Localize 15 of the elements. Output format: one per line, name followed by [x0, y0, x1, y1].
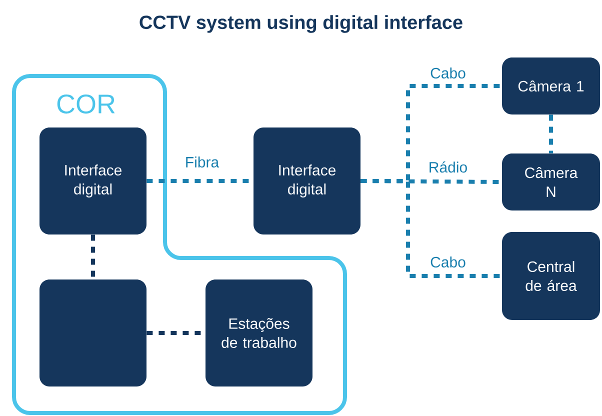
edge-label: Rádio [430, 161, 467, 173]
title: CCTV system using digital interface [140, 15, 462, 33]
device-box: Estações de trabalho [206, 280, 312, 386]
connector [360, 179, 502, 278]
device-box: Central de área [502, 232, 600, 320]
connector [549, 114, 553, 154]
edge-label: Fibra [186, 156, 220, 168]
device-box: Interface digital [254, 128, 360, 234]
device-box [40, 280, 146, 386]
edge-label: Cabo [430, 68, 466, 78]
connector [91, 234, 95, 280]
device-box: Interface digital [40, 128, 146, 234]
device-box: Câmera N [502, 154, 600, 210]
edge-label: Cabo [430, 256, 466, 268]
device-box: Câmera 1 [502, 58, 600, 114]
